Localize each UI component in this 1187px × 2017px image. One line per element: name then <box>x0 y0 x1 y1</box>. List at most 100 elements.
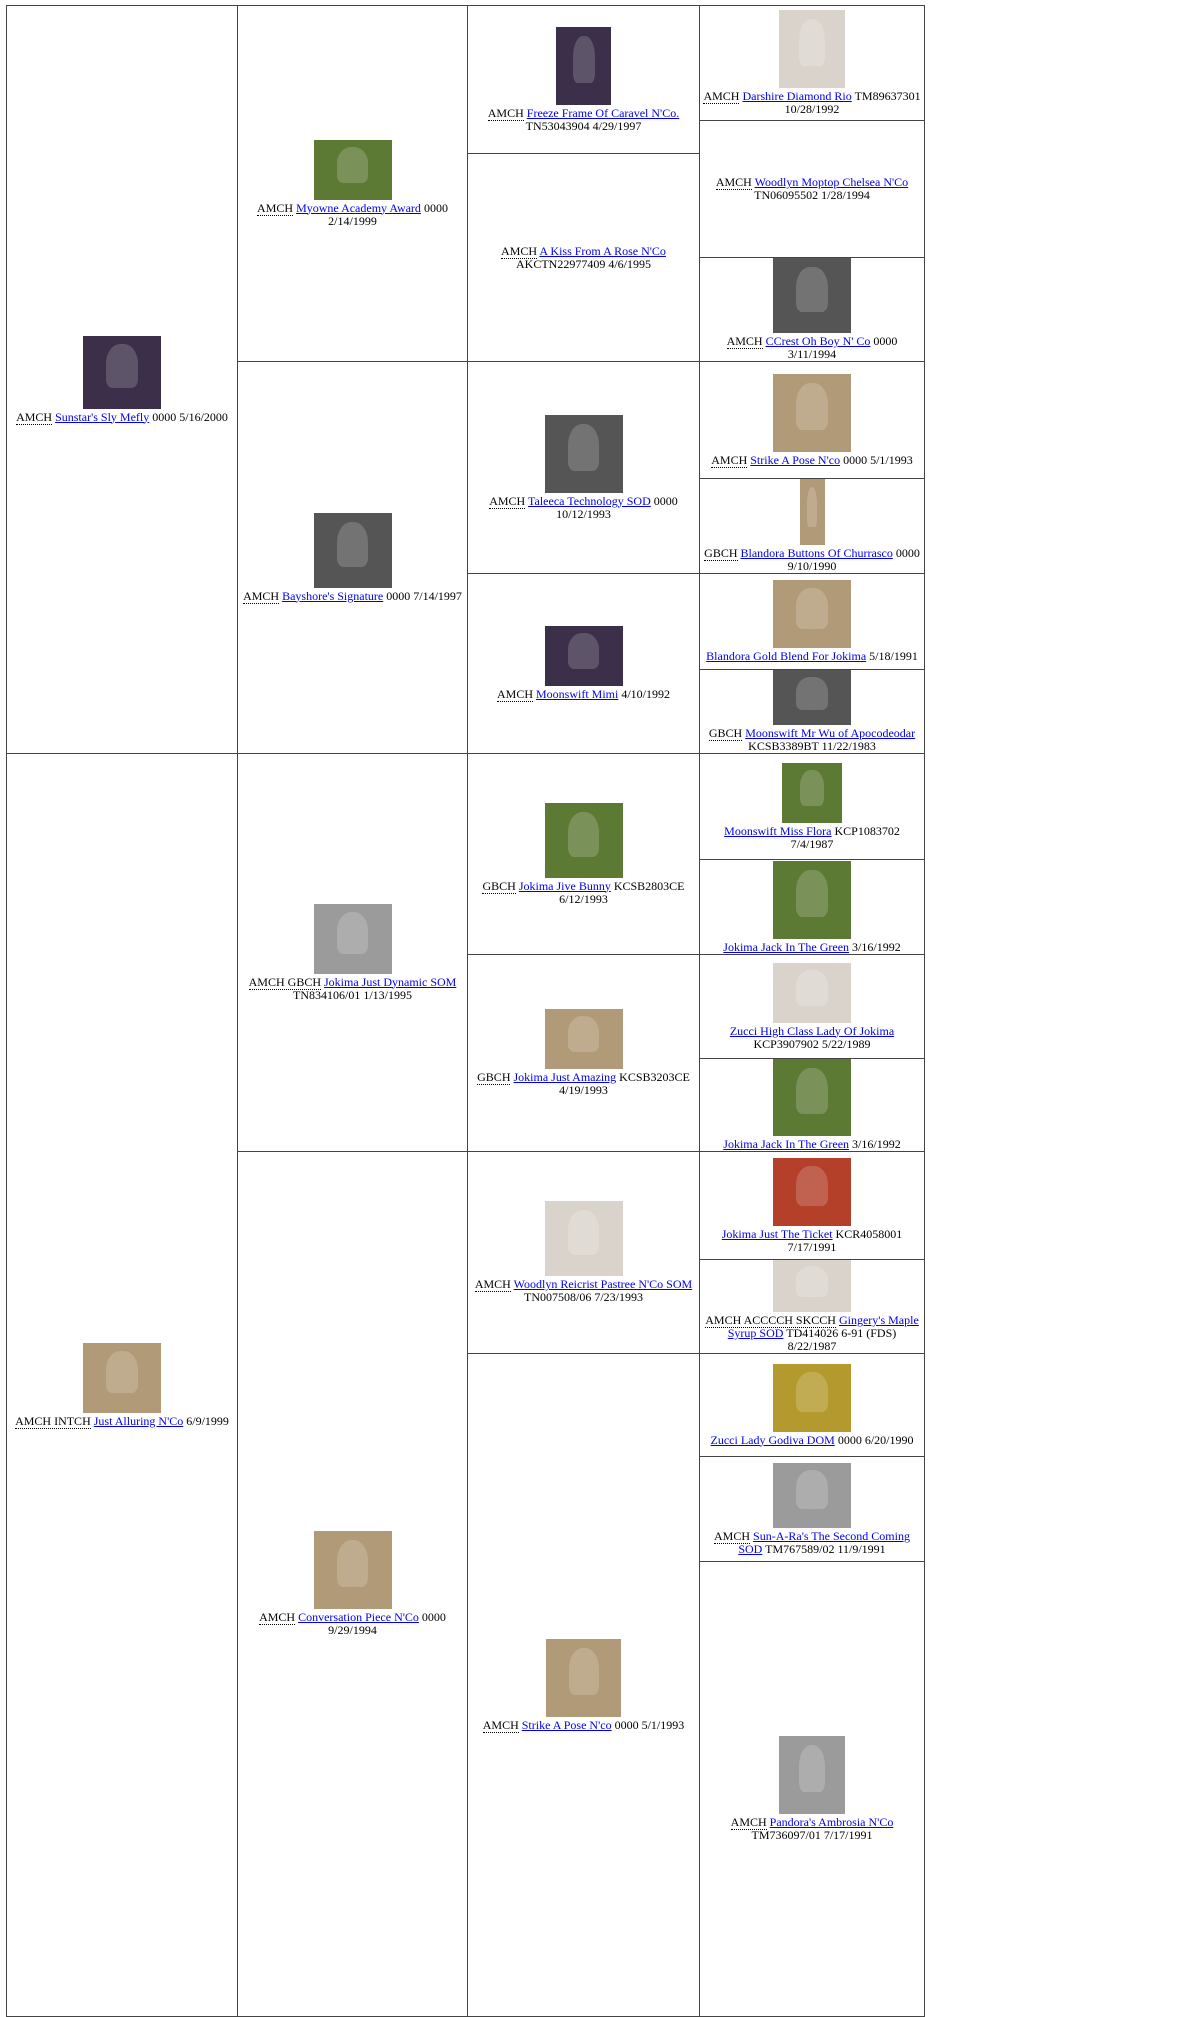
dog-photo[interactable] <box>773 373 851 452</box>
pedigree-cell-g4-2: AMCH Woodlyn Moptop Chelsea N'Co TN06095… <box>699 120 925 258</box>
dog-name-link[interactable]: Pandora's Ambrosia N'Co <box>769 1815 894 1829</box>
dog-photo[interactable] <box>799 479 825 545</box>
dog-photo[interactable] <box>773 1260 851 1312</box>
dog-name-link[interactable]: Gingery's Maple Syrup SOD <box>727 1313 919 1340</box>
dog-photo[interactable] <box>313 512 392 588</box>
dog-photo[interactable] <box>773 1157 851 1226</box>
pedigree-cell-g3-3: AMCH Taleeca Technology SOD 0000 10/12/1… <box>467 361 700 574</box>
dog-caption: Zucci High Class Lady Of Jokima KCP39079… <box>700 1023 924 1051</box>
dog-name-link[interactable]: Blandora Gold Blend For Jokima <box>706 649 867 663</box>
dog-photo[interactable] <box>773 962 851 1023</box>
pedigree-cell-g4-7: GBCH Moonswift Mr Wu of Apocodeodar KCSB… <box>699 669 925 754</box>
registration-info: TN834106/01 1/13/1995 <box>293 987 412 1002</box>
dog-name-link[interactable]: Zucci High Class Lady Of Jokima <box>729 1023 895 1038</box>
dog-name-link[interactable]: Jokima Jack In The Green <box>723 1137 850 1151</box>
registration-info: TM767589/02 11/9/1991 <box>765 1541 886 1556</box>
dog-name-link[interactable]: Bayshore's Signature <box>282 588 384 603</box>
registration-info: KCP1083702 7/4/1987 <box>790 823 900 851</box>
dog-photo[interactable] <box>773 1462 851 1528</box>
registration-info: KCSB3203CE 4/19/1993 <box>559 1070 690 1097</box>
dog-photo[interactable] <box>556 26 611 105</box>
dog-caption: Jokima Just The Ticket KCR4058001 7/17/1… <box>700 1226 924 1254</box>
dog-name-link[interactable]: Taleeca Technology SOD <box>528 493 651 508</box>
pedigree-cell-g3-6: GBCH Jokima Just Amazing KCSB3203CE 4/19… <box>467 954 700 1152</box>
dog-name-link[interactable]: Moonswift Miss Flora <box>724 823 832 838</box>
dog-photo[interactable] <box>782 762 842 823</box>
pedigree-cell-g4-9: Jokima Jack In The Green 3/16/1992 <box>699 859 925 955</box>
dog-photo[interactable] <box>313 903 392 974</box>
pedigree-cell-g4-10: Zucci High Class Lady Of Jokima KCP39079… <box>699 954 925 1059</box>
dog-name-link[interactable]: Sunstar's Sly Mefly <box>55 409 150 424</box>
dog-photo[interactable] <box>544 626 623 686</box>
title-abbreviation: AMCH ACCCCH SKCCH <box>705 1313 836 1328</box>
dog-photo[interactable] <box>773 670 851 725</box>
dog-photo[interactable] <box>546 1638 621 1717</box>
dog-name-link[interactable]: Jokima Just Amazing <box>513 1070 617 1084</box>
dog-caption: AMCH CCrest Oh Boy N' Co 0000 3/11/1994 <box>700 334 924 361</box>
registration-info: 0000 9/10/1990 <box>787 546 920 573</box>
title-abbreviation: AMCH GBCH <box>248 974 321 990</box>
pedigree-cell-g3-7: AMCH Woodlyn Reicrist Pastree N'Co SOM T… <box>467 1151 700 1354</box>
dog-photo[interactable] <box>779 10 845 88</box>
dog-name-link[interactable]: Jokima Jack In The Green <box>723 939 850 954</box>
dog-photo[interactable] <box>773 1059 851 1136</box>
dog-caption: GBCH Jokima Jive Bunny KCSB2803CE 6/12/1… <box>468 878 699 906</box>
dog-caption: AMCH A Kiss From A Rose N'Co AKCTN229774… <box>468 243 699 271</box>
dog-photo[interactable] <box>313 139 392 200</box>
dog-name-link[interactable]: Darshire Diamond Rio <box>742 89 852 103</box>
dog-name-link[interactable]: Conversation Piece N'Co <box>298 1610 419 1624</box>
dog-caption: AMCH Conversation Piece N'Co 0000 9/29/1… <box>238 1610 467 1637</box>
pedigree-cell-g4-3: AMCH CCrest Oh Boy N' Co 0000 3/11/1994 <box>699 257 925 362</box>
dog-caption: AMCH Sun-A-Ra's The Second Coming SOD TM… <box>700 1528 924 1556</box>
title-abbreviation: GBCH <box>708 726 743 741</box>
title-abbreviation: AMCH <box>714 1528 751 1544</box>
dog-photo[interactable] <box>773 258 851 333</box>
dog-caption: AMCH INTCH Just Alluring N'Co 6/9/1999 <box>12 1413 232 1429</box>
dog-photo[interactable] <box>773 1363 851 1432</box>
dog-photo[interactable] <box>544 802 623 878</box>
dog-photo[interactable] <box>83 335 161 409</box>
dog-name-link[interactable]: Strike A Pose N'co <box>750 452 841 467</box>
dog-name-link[interactable]: CCrest Oh Boy N' Co <box>765 334 871 348</box>
pedigree-cell-g3-4: AMCH Moonswift Mimi 4/10/1992 <box>467 573 700 754</box>
title-abbreviation: AMCH <box>730 1815 767 1830</box>
dog-photo[interactable] <box>773 860 851 939</box>
dog-caption: Jokima Jack In The Green 3/16/1992 <box>720 1138 903 1151</box>
registration-info: TN007508/06 7/23/1993 <box>524 1290 643 1304</box>
dog-name-link[interactable]: Blandora Buttons Of Churrasco <box>740 546 893 560</box>
dog-caption: GBCH Moonswift Mr Wu of Apocodeodar KCSB… <box>700 726 924 753</box>
pedigree-cell-g1-1: AMCH Sunstar's Sly Mefly 0000 5/16/2000 <box>6 5 238 754</box>
registration-info: 0000 5/1/1993 <box>614 1717 685 1732</box>
dog-name-link[interactable]: Jokima Just Dynamic SOM <box>324 974 457 989</box>
dog-name-link[interactable]: Freeze Frame Of Caravel N'Co. <box>526 105 680 120</box>
dog-caption: Blandora Gold Blend For Jokima 5/18/1991 <box>703 650 921 663</box>
registration-info: 6/9/1999 <box>186 1413 229 1428</box>
pedigree-cell-g4-15: AMCH Sun-A-Ra's The Second Coming SOD TM… <box>699 1456 925 1562</box>
dog-name-link[interactable]: Moonswift Mimi <box>536 687 619 701</box>
registration-info: 0000 10/12/1993 <box>556 493 678 521</box>
pedigree-cell-g2-3: AMCH GBCH Jokima Just Dynamic SOM TN8341… <box>237 753 468 1152</box>
pedigree-cell-g4-5: GBCH Blandora Buttons Of Churrasco 0000 … <box>699 478 925 574</box>
dog-name-link[interactable]: Moonswift Mr Wu of Apocodeodar <box>745 726 916 740</box>
title-abbreviation: AMCH <box>482 1717 519 1733</box>
dog-name-link[interactable]: Myowne Academy Award <box>296 200 421 215</box>
dog-photo[interactable] <box>544 414 623 493</box>
dog-photo[interactable] <box>544 1009 623 1069</box>
dog-name-link[interactable]: Jokima Just The Ticket <box>721 1226 833 1241</box>
dog-name-link[interactable]: Woodlyn Moptop Chelsea N'Co <box>754 175 909 189</box>
dog-photo[interactable] <box>779 1736 845 1814</box>
dog-name-link[interactable]: Sun-A-Ra's The Second Coming SOD <box>738 1528 910 1556</box>
dog-photo[interactable] <box>83 1342 161 1413</box>
pedigree-cell-g4-12: Jokima Just The Ticket KCR4058001 7/17/1… <box>699 1151 925 1260</box>
dog-photo[interactable] <box>313 1531 392 1609</box>
dog-photo[interactable] <box>544 1201 623 1276</box>
dog-name-link[interactable]: Just Alluring N'Co <box>93 1413 184 1428</box>
dog-name-link[interactable]: Zucci Lady Godiva DOM <box>710 1432 835 1447</box>
dog-name-link[interactable]: Strike A Pose N'co <box>521 1717 612 1732</box>
registration-info: TN06095502 1/28/1994 <box>754 188 870 202</box>
dog-caption: GBCH Blandora Buttons Of Churrasco 0000 … <box>700 546 924 573</box>
dog-name-link[interactable]: Jokima Jive Bunny <box>518 878 611 893</box>
dog-photo[interactable] <box>773 580 851 648</box>
dog-name-link[interactable]: Woodlyn Reicrist Pastree N'Co SOM <box>513 1277 693 1291</box>
dog-name-link[interactable]: A Kiss From A Rose N'Co <box>539 243 666 258</box>
